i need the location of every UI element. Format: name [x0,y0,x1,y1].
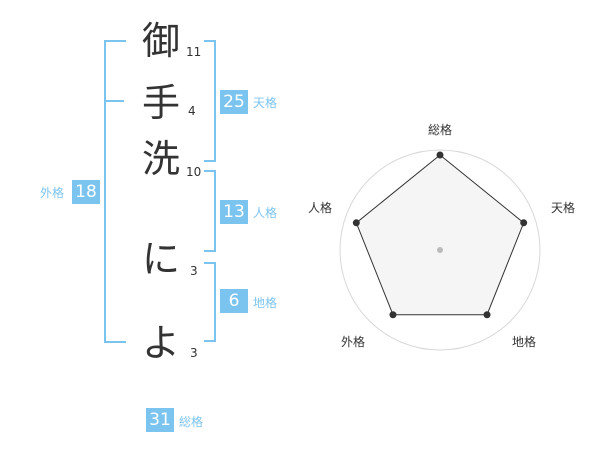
radar-point-3 [483,311,491,319]
stroke-count-2: 4 [188,104,196,118]
gaikaku-label: 外格 [40,186,65,200]
soukaku-value-badge: 31 [146,408,174,432]
radar-point-5 [352,219,360,227]
tenkaku-label: 天格 [253,96,278,110]
stroke-count-3: 10 [186,165,202,179]
name-char-2: 手 [141,81,180,125]
gaikaku-bracket-tick [106,100,124,102]
jinkaku-value-badge: 13 [220,200,248,224]
tenkaku-bracket [204,40,216,162]
radar-label-tenkaku: 天格 [551,200,575,215]
jinkaku-bracket [204,170,216,252]
stroke-count-1: 11 [186,45,202,59]
radar-point-2 [520,219,528,227]
name-char-4: に [141,237,180,281]
name-char-1: 御 [141,19,180,63]
radar-polygon [355,154,525,316]
radar-label-soukaku: 総格 [428,122,452,137]
chikaku-bracket [204,262,216,342]
chikaku-label: 地格 [253,296,278,310]
gaikaku-value-badge: 18 [72,180,100,204]
radar-label-gaikaku: 外格 [341,334,365,349]
soukaku-label: 総格 [179,415,204,429]
gaikaku-bracket [104,40,126,343]
name-char-3: 洗 [141,137,180,181]
radar-label-jinkaku: 人格 [308,200,332,215]
radar-label-chikaku: 地格 [512,334,536,349]
radar-point-4 [389,311,397,319]
name-char-5: よ [141,321,180,365]
chikaku-value-badge: 6 [220,289,248,313]
stroke-count-5: 3 [190,346,198,360]
tenkaku-value-badge: 25 [220,90,248,114]
stroke-count-4: 3 [190,264,198,278]
jinkaku-label: 人格 [253,206,278,220]
radar-center-dot [437,247,443,253]
radar-point-1 [436,151,444,159]
